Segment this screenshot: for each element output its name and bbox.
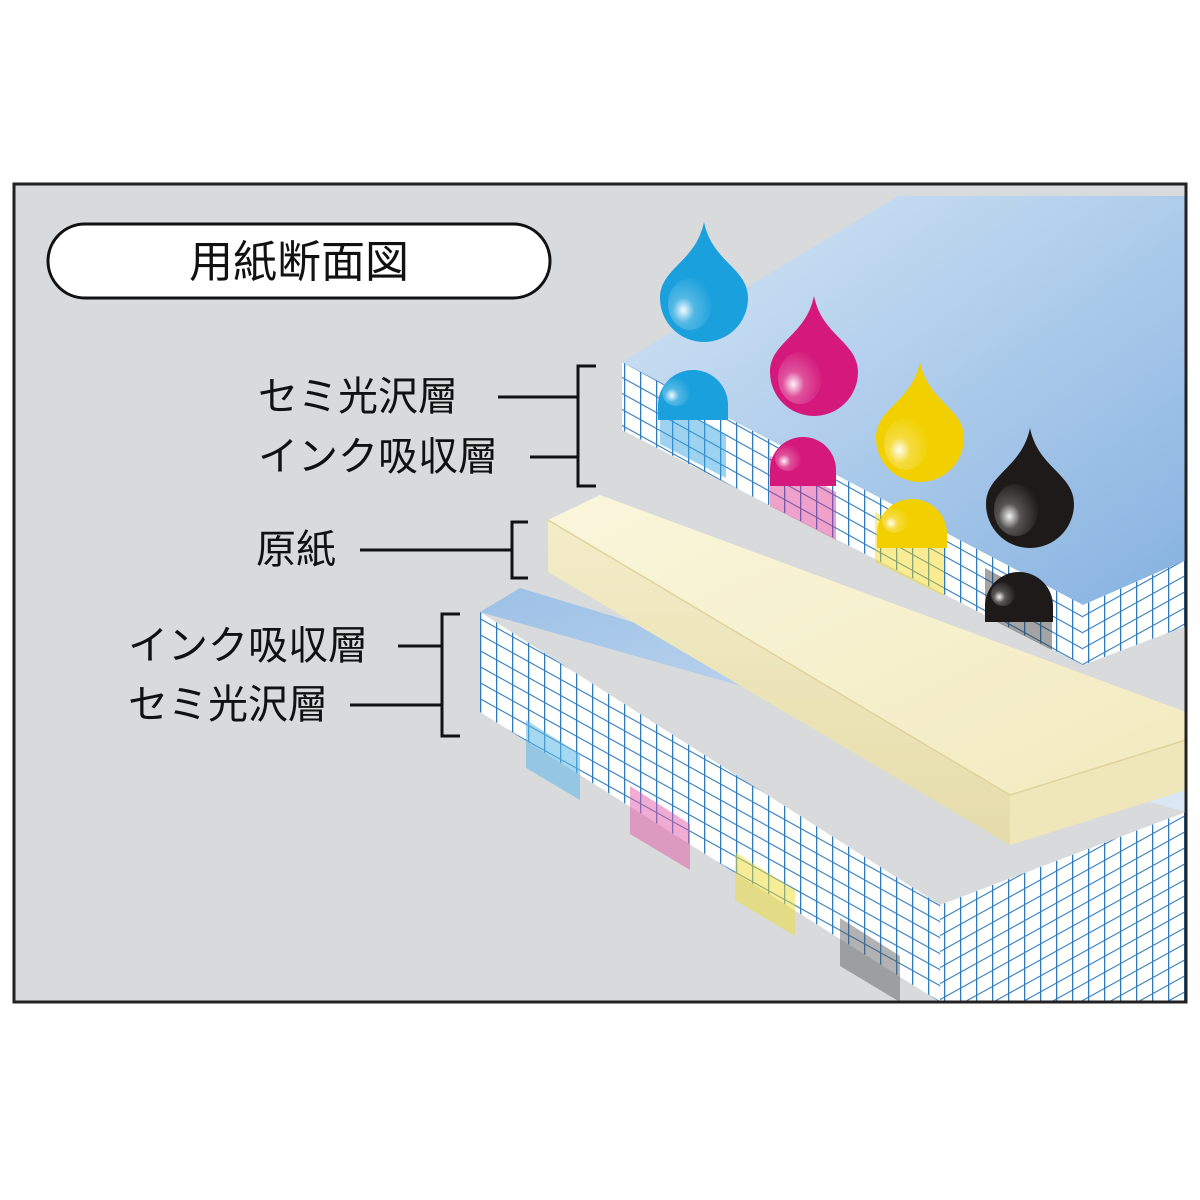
magenta-ink-drop — [770, 296, 858, 416]
cyan-ink-drop — [660, 222, 748, 342]
base-paper-bracket — [510, 520, 528, 580]
panel-border — [12, 182, 1188, 1004]
title-pill: 用紙断面図 — [46, 222, 552, 300]
base-paper-slab — [547, 495, 1186, 845]
yellow-ink-drop — [876, 362, 964, 482]
label-upper-coat: セミ光沢層 — [258, 374, 458, 420]
absorbed-ink-drops — [658, 370, 1053, 622]
upper-bracket — [576, 364, 596, 488]
lower-layer-labels: インク吸収層 セミ光沢層 — [128, 612, 460, 738]
upper-layer-labels: セミ光沢層 インク吸収層 — [258, 364, 596, 488]
black-ink-drop — [986, 428, 1074, 548]
base-paper-labels: 原紙 — [256, 520, 528, 580]
label-base-paper: 原紙 — [256, 527, 336, 573]
label-upper-absorb: インク吸収層 — [258, 434, 498, 480]
diagram-title: 用紙断面図 — [189, 237, 409, 288]
lower-bracket — [440, 612, 460, 738]
label-lower-coat: セミ光沢層 — [128, 682, 328, 728]
label-lower-absorb: インク吸収層 — [128, 623, 368, 669]
